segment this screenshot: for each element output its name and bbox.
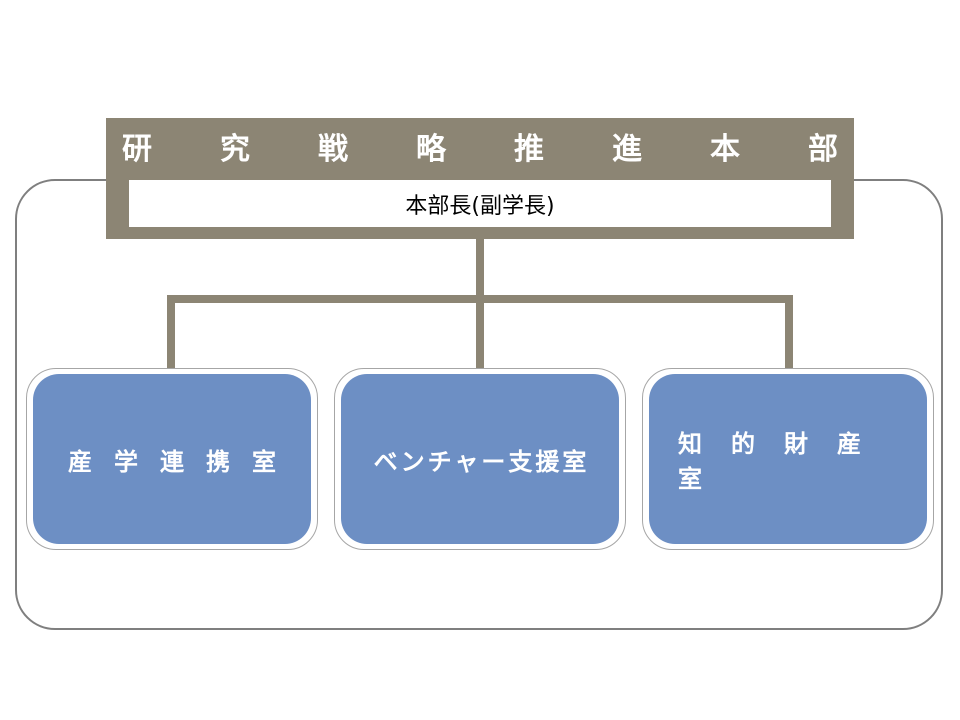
headquarters-title-char: 究: [220, 132, 250, 167]
head-of-headquarters-box: 本部長(副学長): [129, 180, 831, 227]
unit-fill: 知的財産室: [649, 374, 927, 544]
headquarters-title-char: 部: [808, 132, 838, 167]
unit-fill: 産学連携室: [33, 374, 311, 544]
headquarters-title-char: 推: [514, 132, 544, 167]
headquarters-title-char: 本: [710, 132, 740, 167]
unit-industry-academia-collaboration: 産学連携室: [26, 368, 318, 550]
unit-venture-support: ベンチャー支援室: [334, 368, 626, 550]
headquarters-title-char: 略: [416, 132, 446, 167]
unit-label: ベンチャー支援室: [373, 447, 590, 476]
headquarters-title-char: 戦: [318, 132, 348, 167]
unit-fill: ベンチャー支援室: [341, 374, 619, 544]
unit-intellectual-property: 知的財産室: [642, 368, 934, 550]
head-of-headquarters-label: 本部長(副学長): [405, 193, 555, 219]
unit-label: 産学連携室: [68, 447, 298, 476]
headquarters-title-char: 研: [122, 132, 152, 167]
unit-label: 知的財産室: [678, 430, 890, 493]
headquarters-title: 研 究 戦 略 推 進 本 部: [122, 128, 838, 172]
headquarters-title-char: 進: [612, 132, 642, 167]
